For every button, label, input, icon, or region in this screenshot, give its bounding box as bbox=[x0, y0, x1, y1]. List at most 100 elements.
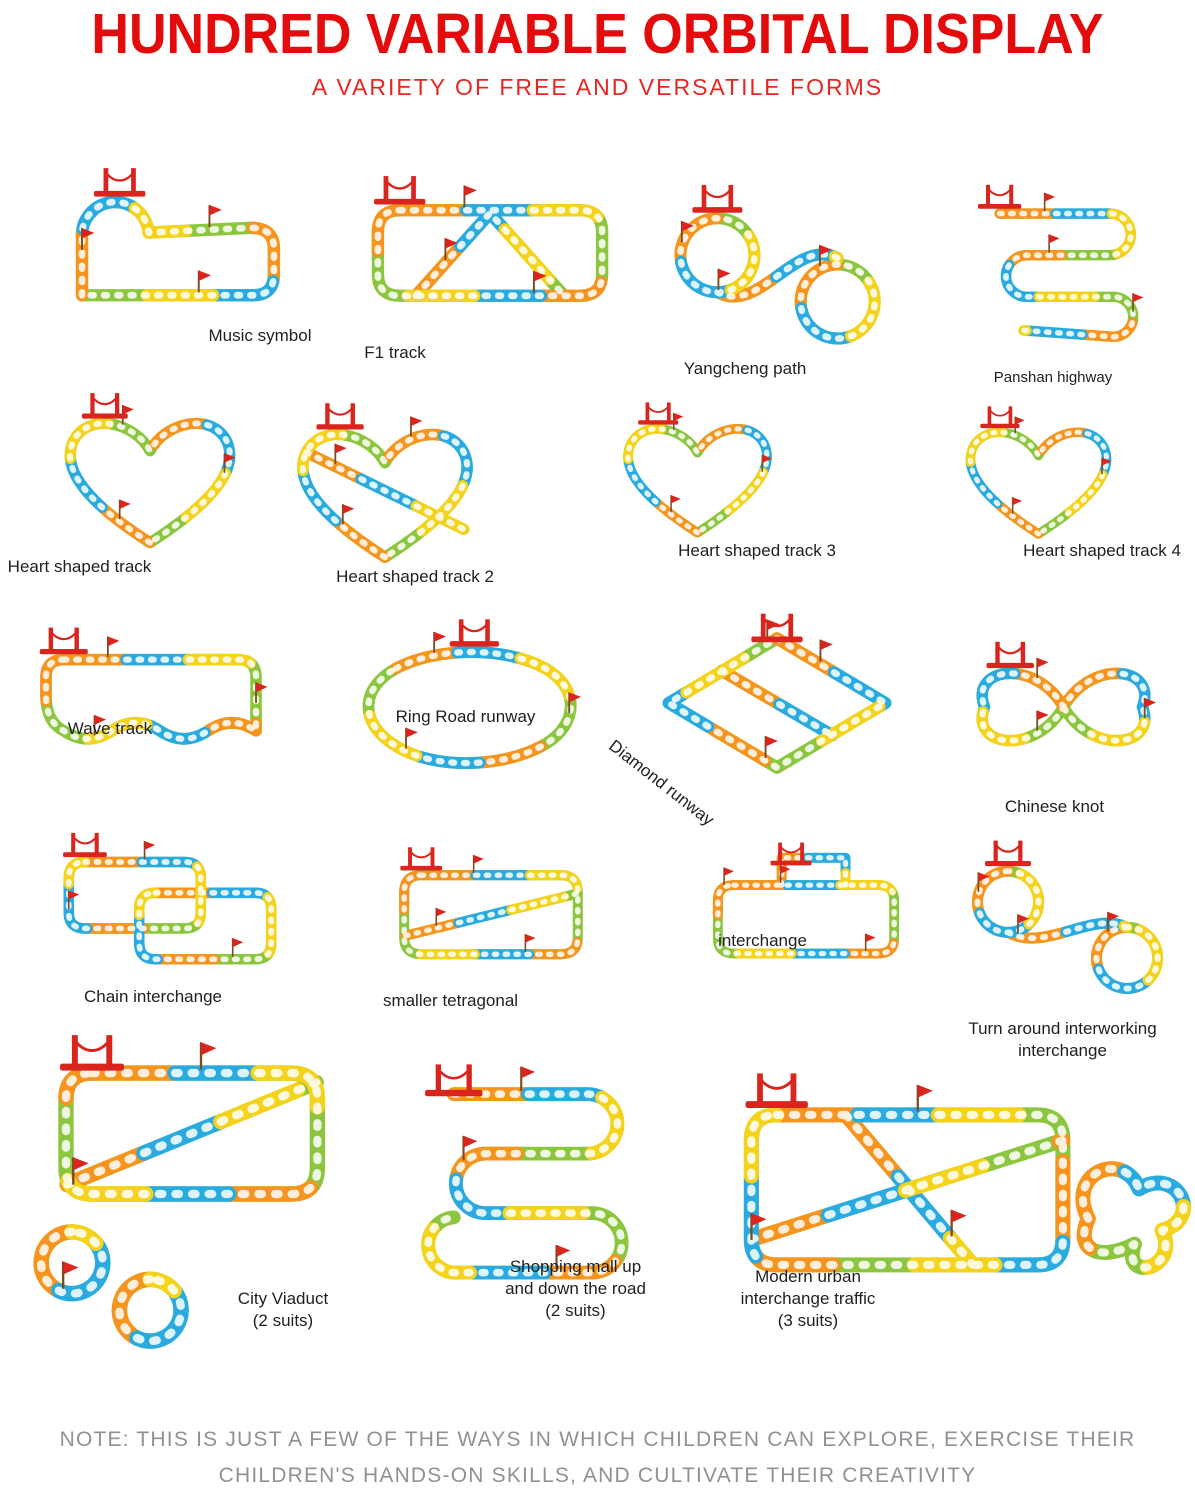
flag-icon bbox=[568, 692, 582, 714]
track-figure-tetragonal bbox=[399, 847, 583, 960]
flag-icon bbox=[1107, 911, 1120, 932]
flag-icon bbox=[779, 865, 791, 883]
flag-icon bbox=[72, 1157, 89, 1185]
bridge-icon bbox=[978, 184, 1022, 209]
flag-icon bbox=[118, 499, 131, 520]
page-title: HUNDRED VARIABLE ORBITAL DISPLAY bbox=[91, 3, 1104, 66]
bridge-icon bbox=[374, 176, 426, 205]
track-figure-chain bbox=[63, 832, 277, 965]
bridge-icon bbox=[745, 1073, 808, 1108]
flag-icon bbox=[462, 1135, 478, 1161]
flag-icon bbox=[61, 1261, 79, 1289]
flag-icon bbox=[67, 890, 80, 910]
track-label-interchange: interchange bbox=[718, 931, 807, 950]
track-label-ring: Ring Road runway bbox=[395, 707, 536, 726]
bridge-icon bbox=[94, 168, 146, 197]
bridge-icon bbox=[638, 402, 679, 425]
flag-icon bbox=[444, 238, 458, 261]
flag-icon bbox=[680, 221, 694, 243]
flag-icon bbox=[410, 416, 423, 437]
bridge-icon bbox=[985, 840, 1031, 867]
track-label-music: Music symbol bbox=[208, 326, 312, 345]
track-figure-yangcheng bbox=[674, 184, 881, 345]
flag-icon bbox=[199, 1042, 217, 1070]
flag-icon bbox=[1143, 698, 1157, 719]
flag-icon bbox=[1101, 457, 1112, 475]
flag-icon bbox=[463, 185, 477, 208]
track-figure-heart4 bbox=[965, 406, 1112, 539]
flag-icon bbox=[818, 245, 832, 267]
flag-icon bbox=[1036, 710, 1049, 731]
bridge-icon bbox=[39, 627, 88, 655]
track-figure-f1 bbox=[371, 176, 609, 302]
bridge-icon bbox=[449, 619, 499, 647]
flag-icon bbox=[433, 631, 446, 653]
flag-icon bbox=[197, 270, 212, 293]
footer-note-line2: CHILDREN'S HANDS-ON SKILLS, AND CULTIVAT… bbox=[218, 1464, 977, 1487]
flag-icon bbox=[977, 872, 990, 892]
track-label-yangcheng: Yangcheng path bbox=[683, 359, 807, 378]
flag-icon bbox=[524, 934, 536, 952]
track-figure-modern bbox=[743, 1073, 1191, 1275]
track-figure-music bbox=[75, 168, 281, 302]
flag-icon bbox=[223, 453, 236, 473]
flag-icon bbox=[555, 1245, 571, 1270]
flag-icon bbox=[472, 855, 484, 873]
flag-icon bbox=[750, 1213, 767, 1240]
flag-icon bbox=[255, 682, 268, 703]
flag-icon bbox=[717, 268, 731, 291]
track-label-mall: Shopping mall up and down the road (2 su… bbox=[505, 1257, 646, 1321]
flag-icon bbox=[764, 736, 778, 758]
track-figure-interchange bbox=[712, 842, 900, 959]
track-figure-ring bbox=[362, 619, 582, 769]
bridge-icon bbox=[81, 393, 128, 419]
flag-icon bbox=[1043, 192, 1056, 212]
flag-icon bbox=[916, 1084, 933, 1112]
track-figure-panshan bbox=[978, 184, 1144, 342]
flag-icon bbox=[950, 1209, 967, 1237]
bridge-icon bbox=[60, 1035, 125, 1071]
flag-icon bbox=[106, 636, 120, 657]
bridge-icon bbox=[692, 184, 743, 213]
track-label-turnaround: Turn around interworking interchange bbox=[968, 1019, 1157, 1061]
flag-icon bbox=[819, 639, 833, 662]
track-label-heart1: Heart shaped track bbox=[7, 557, 152, 576]
flag-icon bbox=[1036, 657, 1049, 679]
track-label-f1: F1 track bbox=[364, 343, 426, 362]
track-figure-city bbox=[33, 1035, 326, 1349]
track-figure-wave bbox=[39, 627, 268, 745]
page-subtitle: A VARIETY OF FREE AND VERSATILE FORMS bbox=[311, 74, 884, 100]
flag-icon bbox=[723, 867, 734, 885]
flag-icon bbox=[93, 715, 107, 736]
track-figure-diamond bbox=[662, 613, 892, 774]
bridge-icon bbox=[316, 403, 364, 430]
track-label-wave: Wave track bbox=[67, 719, 153, 738]
bridge-icon bbox=[986, 641, 1034, 669]
track-figure-turnaround bbox=[972, 840, 1164, 995]
flag-icon bbox=[435, 908, 447, 926]
flag-icon bbox=[1017, 914, 1030, 934]
track-label-heart3: Heart shaped track 3 bbox=[678, 541, 836, 560]
bridge-icon bbox=[425, 1064, 483, 1097]
track-label-panshan: Panshan highway bbox=[993, 369, 1113, 386]
flag-icon bbox=[334, 443, 347, 464]
bridge-icon bbox=[751, 613, 803, 643]
flag-icon bbox=[1048, 234, 1060, 253]
track-figure-heart3 bbox=[623, 402, 772, 538]
flag-icon bbox=[341, 504, 355, 525]
track-label-city: City Viaduct (2 suits) bbox=[237, 1289, 329, 1331]
flag-icon bbox=[864, 933, 876, 952]
track-label-heart2: Heart shaped track 2 bbox=[336, 567, 494, 586]
track-label-tetragonal: smaller tetragonal bbox=[382, 991, 519, 1010]
flag-icon bbox=[532, 271, 547, 293]
flag-icon bbox=[208, 205, 222, 227]
flag-icon bbox=[143, 840, 156, 860]
flag-icon bbox=[670, 495, 681, 513]
track-figure-mall bbox=[421, 1064, 629, 1280]
flag-icon bbox=[1132, 293, 1144, 312]
track-label-heart4: Heart shaped track 4 bbox=[1023, 541, 1181, 560]
flag-icon bbox=[405, 727, 418, 749]
bridge-icon bbox=[980, 406, 1020, 429]
flag-icon bbox=[520, 1066, 536, 1091]
